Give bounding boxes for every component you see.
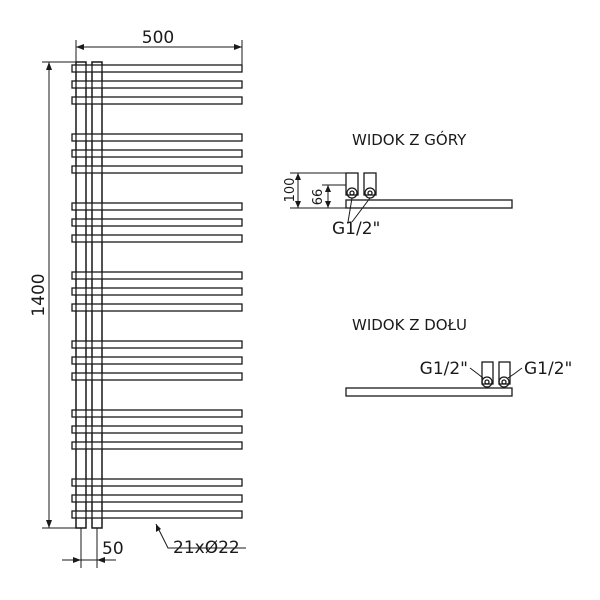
rail-dimension: 50 — [62, 528, 124, 568]
bottom-view-tube — [345, 387, 513, 397]
tube-2 — [71, 80, 243, 89]
tube-10 — [71, 271, 243, 280]
height-label: 1400 — [29, 273, 49, 316]
tube-19 — [71, 478, 243, 487]
tube-1 — [71, 64, 243, 73]
tube-21 — [71, 510, 243, 519]
bottom-thread-left-label: G1/2" — [420, 359, 468, 379]
tube-11 — [71, 287, 243, 296]
top-view-title: WIDOK Z GÓRY — [352, 130, 467, 149]
depth-label: 100 — [283, 178, 298, 203]
tube-8 — [71, 218, 243, 227]
tube-5 — [71, 149, 243, 158]
tube-6 — [71, 165, 243, 174]
left-rail-overlay — [75, 61, 87, 529]
top-view-tube — [345, 199, 513, 209]
rail-label: 50 — [102, 539, 124, 559]
top-thread-label: G1/2" — [332, 219, 380, 239]
bottom-view: WIDOK Z DOŁU G1/2" G1/2" — [345, 316, 572, 397]
tube-9 — [71, 234, 243, 243]
bottom-right-valve-icon — [498, 376, 510, 388]
tube-18 — [71, 441, 243, 450]
inner-label: 66 — [311, 189, 326, 206]
width-dimension: 500 — [75, 28, 243, 70]
width-label: 500 — [142, 28, 174, 48]
horizontal-tubes — [71, 64, 243, 519]
bottom-view-title: WIDOK Z DOŁU — [352, 316, 467, 334]
tube-14 — [71, 356, 243, 365]
bottom-thread-right-label: G1/2" — [524, 359, 572, 379]
tube-17 — [71, 425, 243, 434]
tube-7 — [71, 202, 243, 211]
top-view: WIDOK Z GÓRY 100 66 G1/2" — [283, 130, 513, 239]
tubes-label: 21xØ22 — [173, 538, 240, 558]
height-dimension: 1400 — [29, 61, 76, 529]
bottom-left-valve-icon — [481, 376, 493, 388]
right-rail-overlay — [91, 61, 103, 529]
tubes-leader: 21xØ22 — [155, 523, 246, 558]
tube-13 — [71, 340, 243, 349]
tube-15 — [71, 372, 243, 381]
tube-12 — [71, 303, 243, 312]
tube-20 — [71, 494, 243, 503]
tube-16 — [71, 409, 243, 418]
tube-4 — [71, 133, 243, 142]
front-view: 500 1400 50 21xØ22 — [29, 28, 246, 568]
tube-3 — [71, 96, 243, 105]
